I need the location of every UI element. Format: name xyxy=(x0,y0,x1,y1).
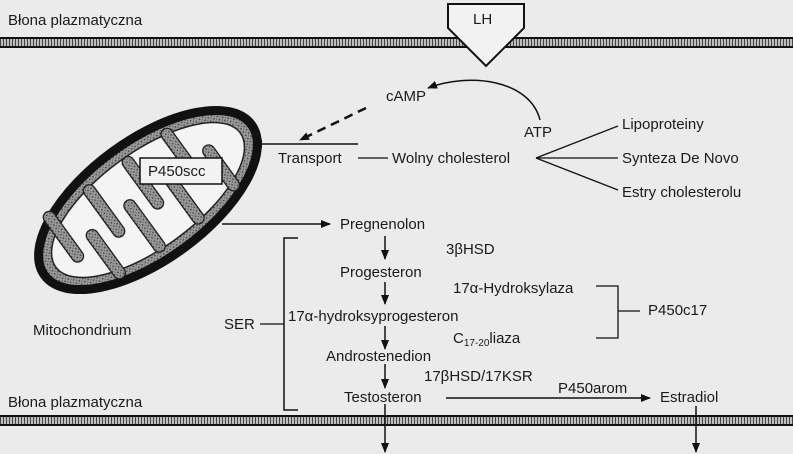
p450c17-bracket xyxy=(596,286,618,338)
camp-label: cAMP xyxy=(386,88,426,105)
branch-esters xyxy=(536,158,618,190)
source-de-novo: Synteza De Novo xyxy=(622,150,739,167)
androstenedion-label: Androstenedion xyxy=(326,348,431,365)
progesteron-label: Progesteron xyxy=(340,264,422,281)
transport-label: Transport xyxy=(278,150,342,167)
hsd3b-label: 3βHSD xyxy=(446,241,495,258)
free-cholesterol-label: Wolny cholesterol xyxy=(392,150,510,167)
camp-dashed-arrow xyxy=(300,108,366,140)
source-lipoproteins: Lipoproteiny xyxy=(622,116,704,133)
p450arom-label: P450arom xyxy=(558,380,627,397)
atp-label: ATP xyxy=(524,124,552,141)
p450c17-label: P450c17 xyxy=(648,302,707,319)
hsd17b-label: 17βHSD/17KSR xyxy=(424,368,533,385)
p450scc-label: P450scc xyxy=(148,163,206,180)
hydroksyprogesteron-label: 17α-hydroksyprogesteron xyxy=(288,308,458,325)
source-esters: Estry cholesterolu xyxy=(622,184,741,201)
membrane-top-label: Błona plazmatyczna xyxy=(8,12,142,29)
atp-camp-arrow xyxy=(428,80,540,120)
mitochondrium-label: Mitochondrium xyxy=(33,322,131,339)
testosteron-label: Testosteron xyxy=(344,389,422,406)
pregnenolon-label: Pregnenolon xyxy=(340,216,425,233)
hydroksylaza-label: 17α-Hydroksylaza xyxy=(453,280,573,297)
membrane-bottom-label: Błona plazmatyczna xyxy=(8,394,142,411)
lh-label: LH xyxy=(473,11,492,28)
mitochondrion xyxy=(9,76,287,324)
c17-20-liaza-label: C17-20liaza xyxy=(453,330,520,352)
ser-label: SER xyxy=(224,316,255,333)
estradiol-label: Estradiol xyxy=(660,389,718,406)
